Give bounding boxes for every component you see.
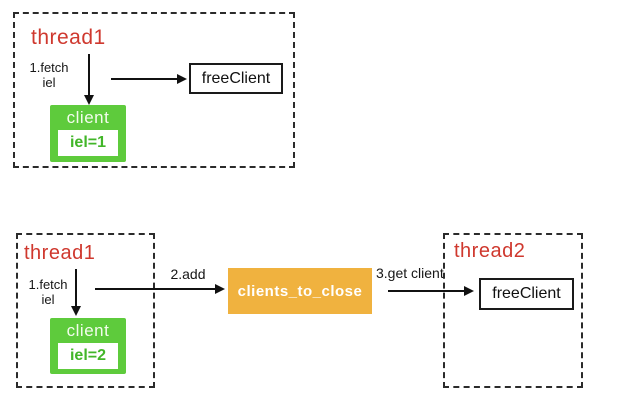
fetch-label-top-line1: 1.fetch	[29, 60, 69, 75]
arrow-down-top	[84, 54, 94, 105]
free-client-label-bottom: freeClient	[492, 285, 561, 302]
client-title-bottom: client	[66, 321, 110, 340]
arrow-right-top	[111, 74, 187, 84]
free-client-label-top: freeClient	[201, 69, 271, 87]
client-value-bottom: iel=2	[58, 343, 118, 369]
add-arrow-label: 2.add	[170, 266, 206, 282]
client-box-bottom: client iel=2	[50, 318, 126, 374]
get-client-arrow-label: 3.get client	[376, 265, 444, 281]
get-client-arrow	[388, 286, 474, 296]
client-box-top: client iel=1	[50, 105, 126, 162]
fetch-label-top: 1.fetch iel	[25, 60, 73, 90]
client-value-top: iel=1	[58, 130, 118, 156]
thread2-title: thread2	[454, 240, 526, 262]
free-client-box-top: freeClient	[189, 63, 283, 94]
free-client-box-bottom: freeClient	[479, 278, 574, 310]
clients-to-close-box: clients_to_close	[228, 268, 372, 314]
fetch-label-top-line2: iel	[42, 75, 56, 90]
clients-to-close-label: clients_to_close	[237, 282, 363, 300]
thread1-title-top: thread1	[31, 26, 106, 49]
arrow-down-bottom	[71, 269, 81, 316]
thread2-box: thread2 freeClient	[443, 233, 583, 388]
thread1-box-top: thread1 1.fetch iel freeClient client ie…	[13, 12, 295, 168]
fetch-label-bottom: 1.fetch iel	[24, 277, 72, 307]
fetch-label-bottom-line2: iel	[41, 292, 55, 307]
add-arrow	[95, 284, 225, 294]
client-title-top: client	[66, 108, 110, 127]
fetch-label-bottom-line1: 1.fetch	[28, 277, 68, 292]
thread1-title-bottom: thread1	[24, 242, 96, 264]
thread1-box-bottom: thread1 1.fetch iel client iel=2	[16, 233, 155, 388]
